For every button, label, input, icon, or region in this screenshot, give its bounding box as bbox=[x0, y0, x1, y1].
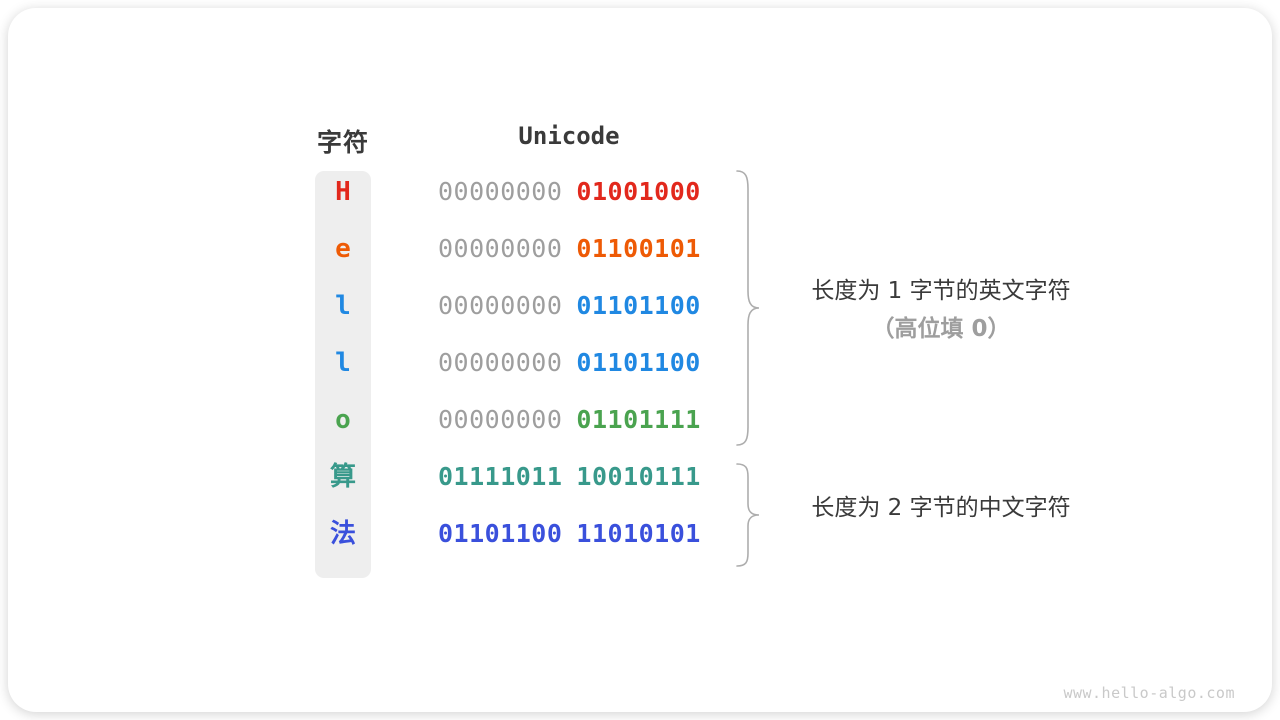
unicode-binary: 00000000 01101100 bbox=[438, 290, 701, 322]
unicode-low-byte: 01001000 bbox=[576, 177, 701, 206]
table-row: H 00000000 01001000 bbox=[8, 176, 768, 208]
unicode-high-byte: 00000000 bbox=[438, 405, 563, 434]
annotation-two-byte-text: 长度为 2 字节的中文字符 bbox=[811, 495, 1071, 521]
char-cell: o bbox=[335, 405, 351, 435]
table-row: e 00000000 01100101 bbox=[8, 233, 768, 265]
unicode-high-byte: 00000000 bbox=[438, 291, 563, 320]
diagram-card: 字符 Unicode H 00000000 01001000 e 00000000… bbox=[8, 8, 1272, 712]
unicode-high-byte: 00000000 bbox=[438, 348, 563, 377]
char-cell: 算 bbox=[329, 462, 356, 492]
table-row: l 00000000 01101100 bbox=[8, 290, 768, 322]
unicode-binary: 00000000 01100101 bbox=[438, 233, 701, 265]
table-row: 法 01101100 11010101 bbox=[8, 518, 768, 550]
annotation-one-byte-note: （高位填 0） bbox=[871, 316, 1011, 342]
unicode-high-byte: 00000000 bbox=[438, 177, 563, 206]
annotation-one-byte: 长度为 1 字节的英文字符 （高位填 0） bbox=[776, 275, 1106, 345]
unicode-binary: 00000000 01101100 bbox=[438, 347, 701, 379]
watermark: www.hello-algo.com bbox=[1063, 684, 1235, 702]
unicode-binary: 01101100 11010101 bbox=[438, 518, 701, 550]
unicode-high-byte: 01111011 bbox=[438, 462, 563, 491]
unicode-low-byte: 11010101 bbox=[576, 519, 701, 548]
unicode-high-byte: 01101100 bbox=[438, 519, 563, 548]
brace-two-byte-group bbox=[736, 463, 760, 567]
unicode-low-byte: 01101100 bbox=[576, 348, 701, 377]
table-row: l 00000000 01101100 bbox=[8, 347, 768, 379]
char-cell: H bbox=[335, 177, 351, 207]
annotation-two-byte: 长度为 2 字节的中文字符 bbox=[776, 492, 1106, 524]
unicode-binary: 01111011 10010111 bbox=[438, 461, 701, 493]
unicode-binary: 00000000 01101111 bbox=[438, 404, 701, 436]
unicode-low-byte: 01100101 bbox=[576, 234, 701, 263]
unicode-high-byte: 00000000 bbox=[438, 234, 563, 263]
unicode-low-byte: 01101111 bbox=[576, 405, 701, 434]
column-header-unicode: Unicode bbox=[518, 122, 620, 150]
unicode-low-byte: 01101100 bbox=[576, 291, 701, 320]
char-cell: 法 bbox=[329, 519, 356, 549]
char-column-background bbox=[315, 171, 371, 578]
unicode-low-byte: 10010111 bbox=[576, 462, 701, 491]
annotation-one-byte-text: 长度为 1 字节的英文字符 bbox=[811, 278, 1071, 304]
column-header-char: 字符 bbox=[316, 128, 369, 157]
brace-one-byte-group bbox=[736, 170, 760, 446]
table-row: o 00000000 01101111 bbox=[8, 404, 768, 436]
unicode-binary: 00000000 01001000 bbox=[438, 176, 701, 208]
char-cell: l bbox=[335, 348, 351, 378]
char-cell: l bbox=[335, 291, 351, 321]
char-cell: e bbox=[335, 234, 351, 264]
table-row: 算 01111011 10010111 bbox=[8, 461, 768, 493]
